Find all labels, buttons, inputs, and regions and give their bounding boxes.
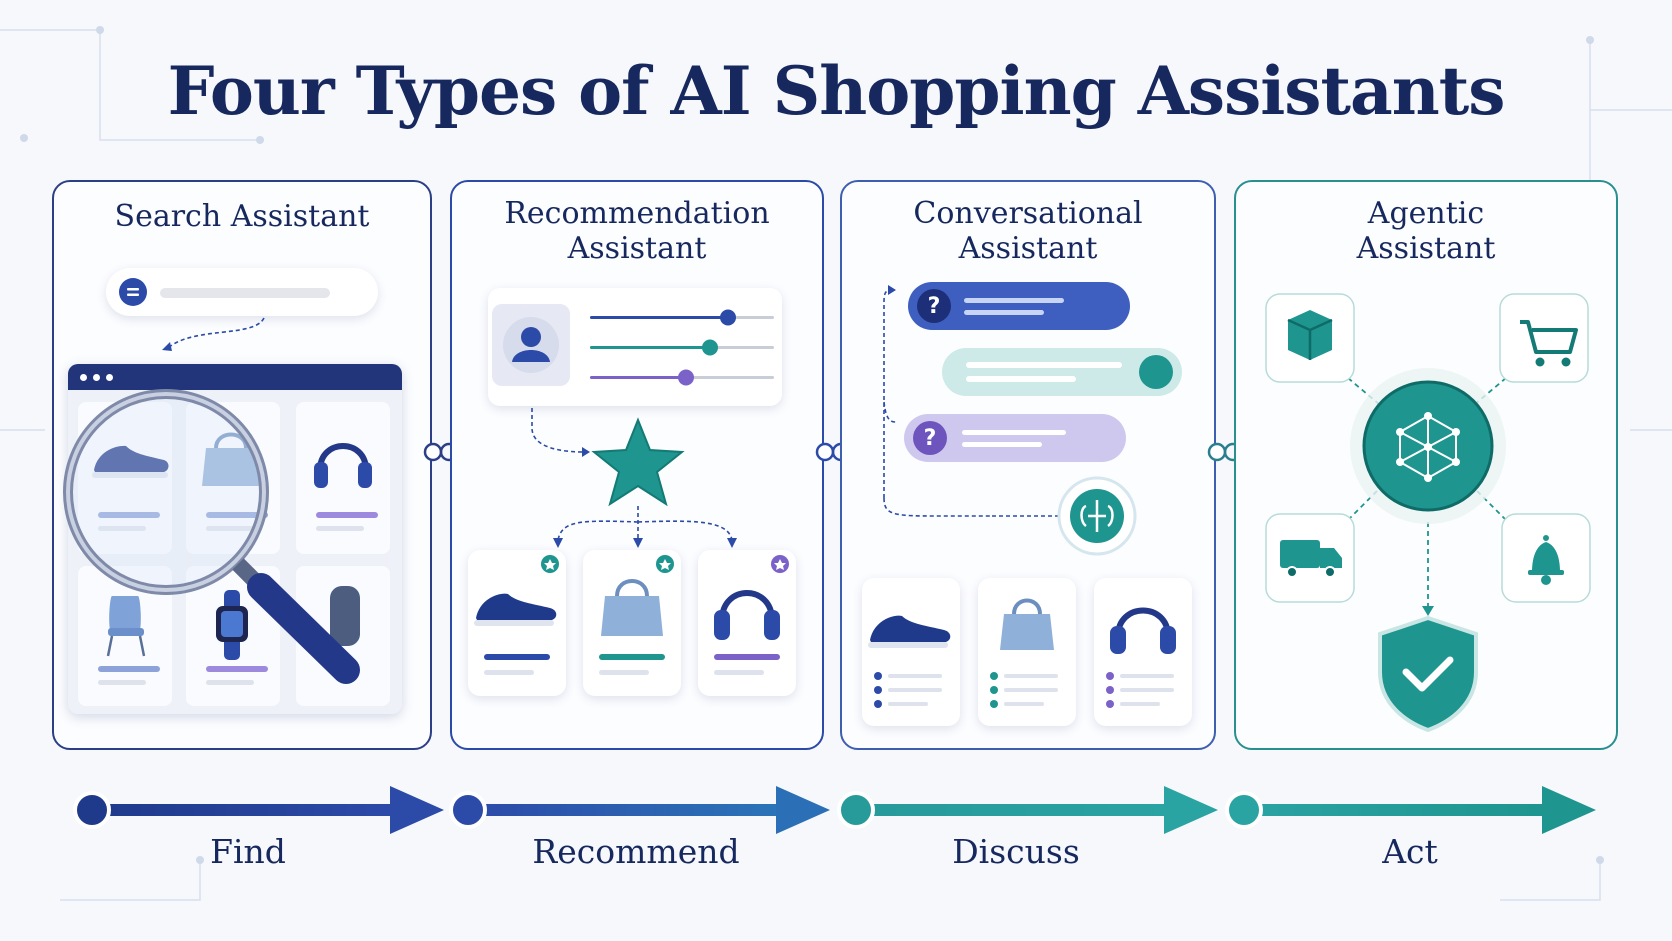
page-title: Four Types of AI Shopping Assistants [167,52,1506,130]
handbag-icon [202,432,260,486]
flow-label-recommend: Recommend [532,832,740,871]
shield-check-icon [1378,615,1478,733]
panel-title-conversational: Conversational Assistant [913,196,1143,266]
search-placeholder-bar [160,288,330,298]
chain-link-icon [423,442,459,462]
headphones-icon [1110,607,1176,654]
question-bubble-icon: ? [904,414,1126,462]
agent-network [1265,293,1591,733]
product-card[interactable] [862,578,960,726]
truck-icon [1265,513,1355,603]
panel-title-agentic: Agentic Assistant [1356,196,1496,266]
search-bar[interactable] [106,268,378,316]
headphones-icon [714,590,780,640]
flow-label-find: Find [210,832,286,871]
speaker-icon [330,586,360,646]
search-connector [162,317,265,351]
preference-card [488,288,782,406]
preference-slider-icon [590,309,774,386]
flow-label-discuss: Discuss [952,832,1080,871]
product-grid [78,402,390,706]
recommended-product-card[interactable] [468,550,566,696]
flow-arrow-act [1225,786,1596,834]
shoe-icon [868,615,951,648]
handbag-icon [1000,598,1054,650]
chair-icon [106,596,146,657]
star-icon [591,417,685,507]
magnifier-icon [63,389,360,684]
flow-arrow-discuss [837,786,1218,834]
flow-label-act: Act [1382,832,1438,871]
panel-search-assistant: Search Assistant [52,180,432,750]
flow-arrow-find [73,786,444,834]
network-hub-icon [1350,368,1506,524]
browser-titlebar [68,364,402,390]
bell-icon [1501,513,1591,603]
svg-text:?: ? [928,294,941,319]
recommendation-flow [531,408,737,548]
product-card[interactable] [978,578,1076,726]
svg-text:?: ? [924,426,937,451]
product-card[interactable] [1094,578,1192,726]
cart-icon [1499,293,1589,383]
brain-icon [1057,476,1137,556]
recommended-product-card[interactable] [698,550,796,696]
panel-conversational-assistant: Conversational Assistant ? ? [840,180,1216,750]
flow-arrow-recommend [449,786,830,834]
box-icon [1265,293,1355,383]
chat-thread: ? ? [883,282,1182,556]
handbag-icon [601,579,663,636]
smartwatch-icon [216,590,248,660]
reply-bubble-icon [942,348,1182,396]
user-profile-icon [492,304,570,386]
shoe-icon [92,445,169,478]
recommended-product-card[interactable] [583,550,681,696]
chain-link-icon [1207,442,1243,462]
shoe-icon [474,593,557,626]
panel-agentic-assistant: Agentic Assistant [1234,180,1618,750]
search-bar-icon [119,278,147,306]
panel-recommendation-assistant: Recommendation Assistant [450,180,824,750]
panel-title-search: Search Assistant [114,199,370,234]
headphones-icon [314,443,372,488]
question-bubble-icon: ? [908,282,1130,330]
panel-title-recommendation: Recommendation Assistant [504,196,770,266]
process-flow [73,786,1596,834]
